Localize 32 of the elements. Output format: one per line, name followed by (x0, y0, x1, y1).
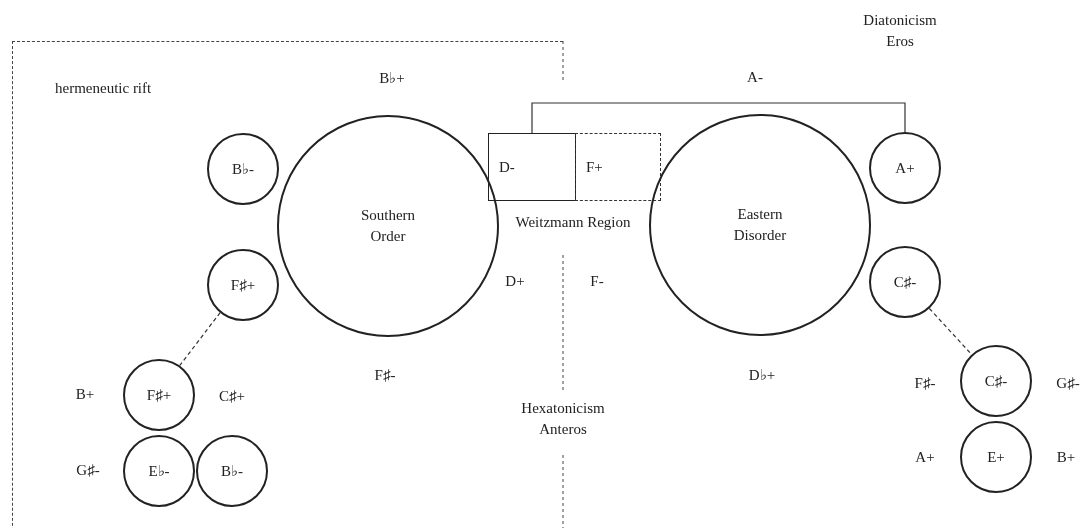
chord-label: F♯- (914, 373, 936, 393)
region-label: Diatonicism Eros (862, 11, 938, 51)
chord-label: B+ (75, 384, 95, 404)
chord-label: G♯- (1056, 373, 1080, 393)
chord-label: D+ (505, 271, 525, 291)
chord-label: C♯+ (219, 386, 245, 406)
chord-circle: F♯+ (207, 249, 279, 321)
chord-circle: E♭- (123, 435, 195, 507)
dashed-connector (179, 312, 221, 366)
region-label: Hexatonicism Anteros (520, 399, 606, 439)
chord-box: D- (488, 133, 576, 201)
chord-label: Weitzmann Region (515, 212, 631, 232)
chord-circle: B♭- (207, 133, 279, 205)
chord-circle: Eastern Disorder (649, 114, 871, 336)
chord-circle: C♯- (960, 345, 1032, 417)
chord-label: G♯- (76, 460, 100, 480)
chord-label: A+ (915, 447, 935, 467)
chord-circle: B♭- (196, 435, 268, 507)
dashed-connector (928, 307, 973, 356)
chord-label: D♭+ (748, 365, 776, 385)
chord-label: B+ (1056, 447, 1076, 467)
region-title: hermeneutic rift (55, 80, 152, 97)
chord-circle: Southern Order (277, 115, 499, 337)
chord-circle: F♯+ (123, 359, 195, 431)
bracket-connector (531, 102, 906, 134)
chord-label: F- (590, 271, 604, 291)
chord-label: F♯- (374, 365, 396, 385)
chord-label: B♭+ (379, 68, 405, 88)
chord-circle: A+ (869, 132, 941, 204)
chord-circle: E+ (960, 421, 1032, 493)
chord-circle: C♯- (869, 246, 941, 318)
dashed-chord-box: F+ (575, 133, 661, 201)
